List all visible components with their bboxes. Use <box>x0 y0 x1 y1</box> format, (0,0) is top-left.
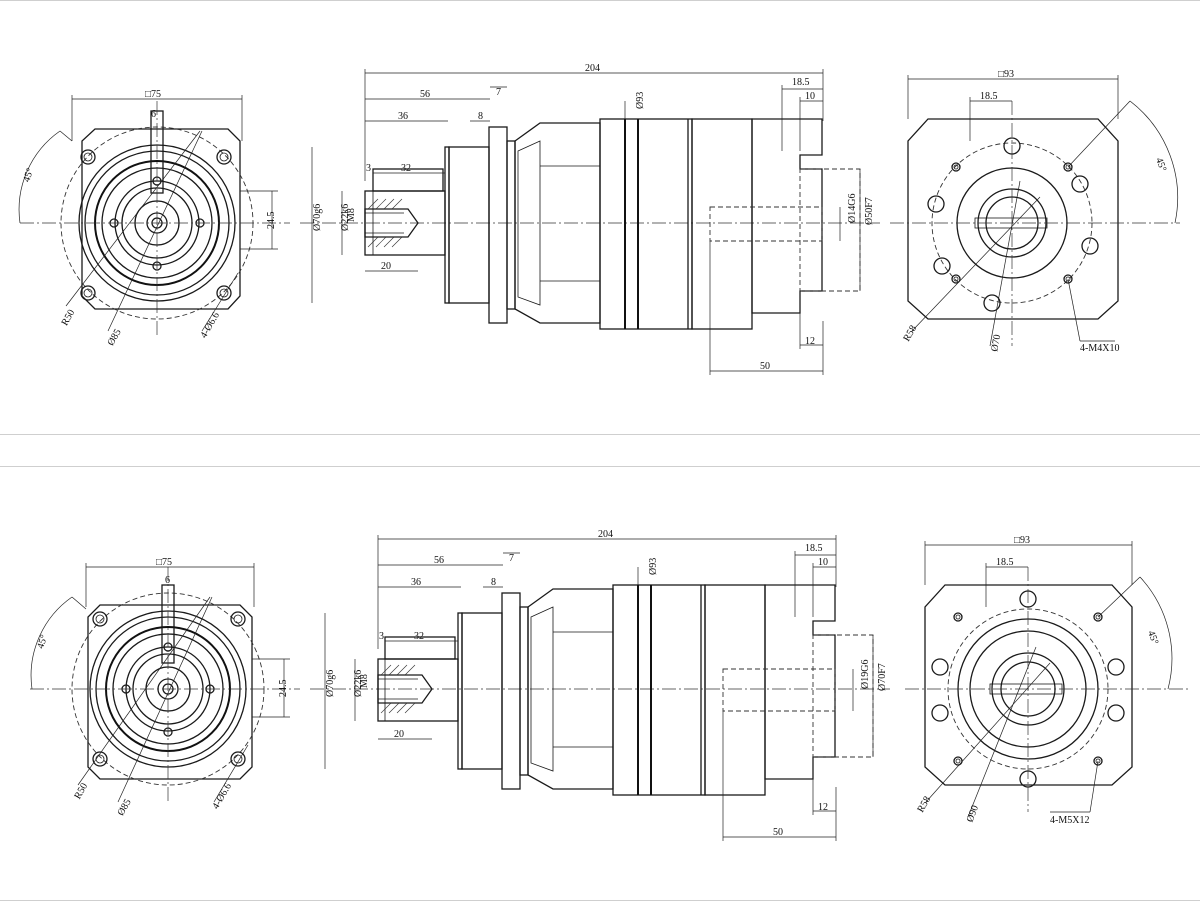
dim-step: 7 <box>496 87 501 98</box>
dim-shaft-len: 32 <box>401 163 411 174</box>
dim-angle: 45° <box>35 633 50 650</box>
drawing-panel-bottom: □75 6 45° 24.5 R50 Ø85 4-Ø6.6 <box>0 466 1200 901</box>
dim-pilot-diameter: Ø70g6 <box>312 204 323 231</box>
dim-rear-square: □93 <box>998 69 1014 80</box>
side-view: 204 56 7 36 8 32 3 20 Ø70g6 Ø22k6 M8 Ø93… <box>310 529 890 841</box>
dim-chamfer: 3 <box>379 631 384 642</box>
dim-rear-square: □93 <box>1014 535 1030 546</box>
dim-pcd: Ø85 <box>116 797 134 817</box>
dim-shaft-diameter: Ø22k6 <box>353 670 364 697</box>
dim-holes: 4-Ø6.6 <box>198 310 222 340</box>
dim-chamfer: 3 <box>366 163 371 174</box>
dim-total-length: 204 <box>585 63 600 74</box>
dim-bore: Ø14G6 <box>847 194 858 223</box>
front-view: □75 6 45° 24.5 R50 Ø85 4-Ø6.6 <box>18 89 290 348</box>
drawing-panel-top: □75 6 45° 24.5 R50 Ø85 4-Ø6.6 <box>0 0 1200 435</box>
dim-flange-len: 56 <box>420 89 430 100</box>
dim-rear-depth: 10 <box>818 557 828 568</box>
dim-rear-offset: 18.5 <box>996 557 1014 568</box>
gearbox-drawing-top: □75 6 45° 24.5 R50 Ø85 4-Ø6.6 <box>18 63 1180 375</box>
dim-shaft-diameter: Ø22k6 <box>340 204 351 231</box>
dim-angle: 45° <box>21 167 36 184</box>
dim-holes: 4-Ø6.6 <box>210 781 234 811</box>
side-view: 204 56 7 36 8 32 3 20 Ø70g6 Ø22k6 M8 Ø93… <box>300 63 880 375</box>
dim-key-width: 6 <box>151 109 156 120</box>
dim-rear-angle: 45° <box>1145 629 1160 646</box>
dim-spigot-len: 36 <box>398 111 408 122</box>
dim-rear-holes: 4-M4X10 <box>1080 343 1119 354</box>
dim-square: □75 <box>156 557 172 568</box>
dim-bore: Ø19G6 <box>860 660 871 689</box>
dim-square: □75 <box>145 89 161 100</box>
dim-rear-length: 50 <box>760 361 770 372</box>
dim-shaft-len: 32 <box>414 631 424 642</box>
front-view: □75 6 45° 24.5 R50 Ø85 4-Ø6.6 <box>30 557 300 818</box>
dim-body-diameter: Ø93 <box>648 558 659 575</box>
dim-rear-pcd: Ø90 <box>965 804 981 824</box>
dim-rear-holes: 4-M5X12 <box>1050 815 1089 826</box>
dim-radius: R50 <box>72 781 90 801</box>
dim-thread-depth: 20 <box>381 261 391 272</box>
dim-thread: M8 <box>346 208 357 222</box>
dim-rear-offset: 18.5 <box>792 77 810 88</box>
dim-thread-depth: 20 <box>394 729 404 740</box>
dim-total-length: 204 <box>598 529 613 540</box>
rear-flange-outline <box>907 118 1119 320</box>
dim-radius: R50 <box>60 308 78 328</box>
gearbox-drawing-bottom: □75 6 45° 24.5 R50 Ø85 4-Ø6.6 <box>30 529 1190 841</box>
rear-view: □93 18.5 45° R58 Ø70 4-M4X10 <box>890 69 1180 354</box>
dim-key-height: 24.5 <box>266 212 277 230</box>
dim-rear-radius: R58 <box>915 795 933 815</box>
dim-rear-recess: 12 <box>805 336 815 347</box>
dim-rear-angle: 45° <box>1153 156 1168 173</box>
dim-spigot-len: 36 <box>411 577 421 588</box>
dim-rear-length: 50 <box>773 827 783 838</box>
dim-rear-pcd: Ø70 <box>989 334 1003 353</box>
dim-flange-len: 56 <box>434 555 444 566</box>
dim-rear-depth: 10 <box>805 91 815 102</box>
dim-flange-thickness: 8 <box>478 111 483 122</box>
dim-body-diameter: Ø93 <box>635 92 646 109</box>
dim-key-width: 6 <box>165 575 170 586</box>
dim-rear-pilot: Ø50F7 <box>864 197 875 225</box>
dim-flange-thickness: 8 <box>491 577 496 588</box>
dim-rear-recess: 12 <box>818 802 828 813</box>
dim-pilot-diameter: Ø70g6 <box>325 670 336 697</box>
dim-rear-offset: 18.5 <box>805 543 823 554</box>
dim-step: 7 <box>509 553 514 564</box>
dim-rear-pilot: Ø70F7 <box>877 663 888 691</box>
rear-view: □93 18.5 45° R58 Ø90 4-M5X12 <box>905 535 1190 826</box>
dim-rear-offset: 18.5 <box>980 91 998 102</box>
dim-key-height: 24.5 <box>278 680 289 698</box>
dim-thread: M8 <box>359 674 370 688</box>
